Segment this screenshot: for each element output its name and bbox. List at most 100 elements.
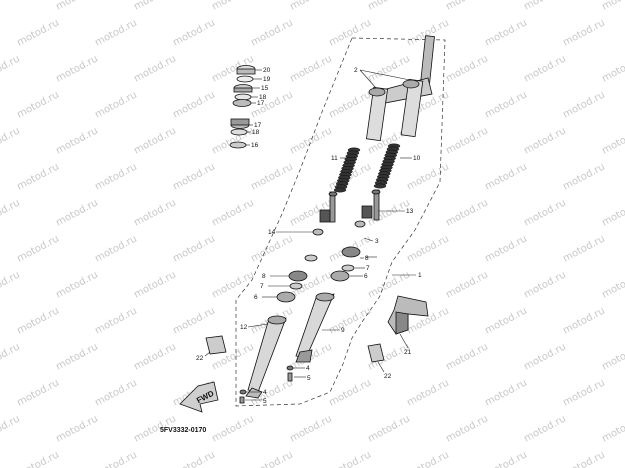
ring-nut-20-body [236, 68, 256, 75]
watermark-text: motod.ru [210, 269, 256, 300]
bearing-17 [232, 99, 252, 107]
watermark-text: motod.ru [522, 125, 568, 156]
callout-7: 7 [260, 283, 264, 290]
watermark-text: motod.ru [327, 449, 373, 468]
watermark-text: motod.ru [210, 0, 256, 13]
callout-22: 22 [196, 355, 204, 362]
drain-bolts [239, 365, 294, 404]
watermark-text: motod.ru [15, 17, 61, 48]
watermark-text: motod.ru [249, 17, 295, 48]
watermark-text: motod.ru [561, 89, 607, 120]
watermark-text: motod.ru [93, 377, 139, 408]
watermark-text: motod.ru [249, 449, 295, 468]
watermark-text: motod.ru [54, 125, 100, 156]
watermark-text: motod.ru [15, 377, 61, 408]
watermark-text: motod.ru [0, 125, 22, 156]
watermark-text: motod.ru [0, 341, 22, 372]
callout-22: 22 [384, 373, 392, 380]
steering-callout-lines [246, 69, 262, 146]
watermark-text: motod.ru [444, 0, 490, 13]
watermark-text: motod.ru [561, 17, 607, 48]
watermark-text: motod.ru [522, 413, 568, 444]
watermark-text: motod.ru [483, 89, 529, 120]
callout-5: 5 [263, 398, 267, 405]
callout-4: 4 [263, 389, 267, 396]
callout-15: 15 [261, 85, 269, 92]
watermark-text: motod.ru [171, 233, 217, 264]
callout-12: 12 [240, 324, 248, 331]
watermark-text: motod.ru [600, 413, 625, 444]
watermark-text: motod.ru [54, 53, 100, 84]
watermark-text: motod.ru [483, 233, 529, 264]
watermark-text: motod.ru [54, 197, 100, 228]
watermark-text: motod.ru [444, 125, 490, 156]
callout-6: 6 [254, 294, 258, 301]
watermark-text: motod.ru [561, 233, 607, 264]
watermark-text: motod.ru [600, 53, 625, 84]
watermark-text: motod.ru [483, 449, 529, 468]
watermark-text: motod.ru [54, 0, 100, 13]
watermark-text: motod.ru [483, 161, 529, 192]
callout-17: 17 [254, 122, 262, 129]
watermark-text: motod.ru [561, 305, 607, 336]
watermark-text: motod.ru [561, 449, 607, 468]
watermark-text: motod.ru [0, 53, 22, 84]
watermark-text: motod.ru [93, 89, 139, 120]
watermark-text: motod.ru [93, 233, 139, 264]
watermark-text: motod.ru [444, 413, 490, 444]
watermark-text: motod.ru [522, 341, 568, 372]
watermark-text: motod.ru [171, 17, 217, 48]
callout-1: 1 [418, 272, 422, 279]
fork-guard-21 [387, 295, 429, 335]
watermark-text: motod.ru [366, 413, 412, 444]
callout-3: 3 [375, 238, 379, 245]
pad-22-right [367, 343, 385, 363]
callout-4: 4 [306, 365, 310, 372]
watermark-text: motod.ru [366, 0, 412, 13]
watermark-text: motod.ru [327, 305, 373, 336]
rebound-spring-right [354, 205, 373, 228]
callout-5: 5 [307, 375, 311, 382]
watermark-text: motod.ru [444, 341, 490, 372]
ring-nut-15-body [233, 87, 253, 93]
watermark-text: motod.ru [93, 449, 139, 468]
callout-16: 16 [251, 142, 259, 149]
watermark-text: motod.ru [366, 53, 412, 84]
watermark-text: motod.ru [444, 269, 490, 300]
bearing-race-18 [230, 128, 248, 136]
watermark-text: motod.ru [522, 269, 568, 300]
watermark-text: motod.ru [366, 269, 412, 300]
watermark-text: motod.ru [171, 89, 217, 120]
watermark-text: motod.ru [561, 377, 607, 408]
watermark-text: motod.ru [522, 0, 568, 13]
callout-21: 21 [404, 349, 412, 356]
bearing-17b-body [230, 118, 250, 126]
watermark-text: motod.ru [600, 269, 625, 300]
callout-18: 18 [252, 129, 260, 136]
callout-11: 11 [331, 155, 338, 162]
watermark-text: motod.ru [522, 53, 568, 84]
watermark-text: motod.ru [15, 449, 61, 468]
watermark-text: motod.ru [405, 449, 451, 468]
watermark-text: motod.ru [249, 161, 295, 192]
oil-seal-right [330, 246, 361, 282]
callout-18: 18 [259, 94, 267, 101]
callout-9: 9 [341, 327, 345, 334]
steering-bearing-stack [229, 65, 256, 149]
outer-tube-9 [295, 292, 335, 363]
assembly-boundary [235, 37, 446, 407]
watermark-text: motod.ru [0, 269, 22, 300]
watermark-text: motod.ru [483, 305, 529, 336]
damper-rod-left [328, 191, 338, 223]
watermark-text: motod.ru [54, 269, 100, 300]
watermark-text: motod.ru [93, 17, 139, 48]
oil-seal-left [276, 254, 318, 303]
callout-19: 19 [263, 76, 271, 83]
watermark-text: motod.ru [54, 341, 100, 372]
watermark-text: motod.ru [483, 17, 529, 48]
watermark-text: motod.ru [132, 125, 178, 156]
watermark-text: motod.ru [132, 341, 178, 372]
watermark-text: motod.ru [93, 305, 139, 336]
